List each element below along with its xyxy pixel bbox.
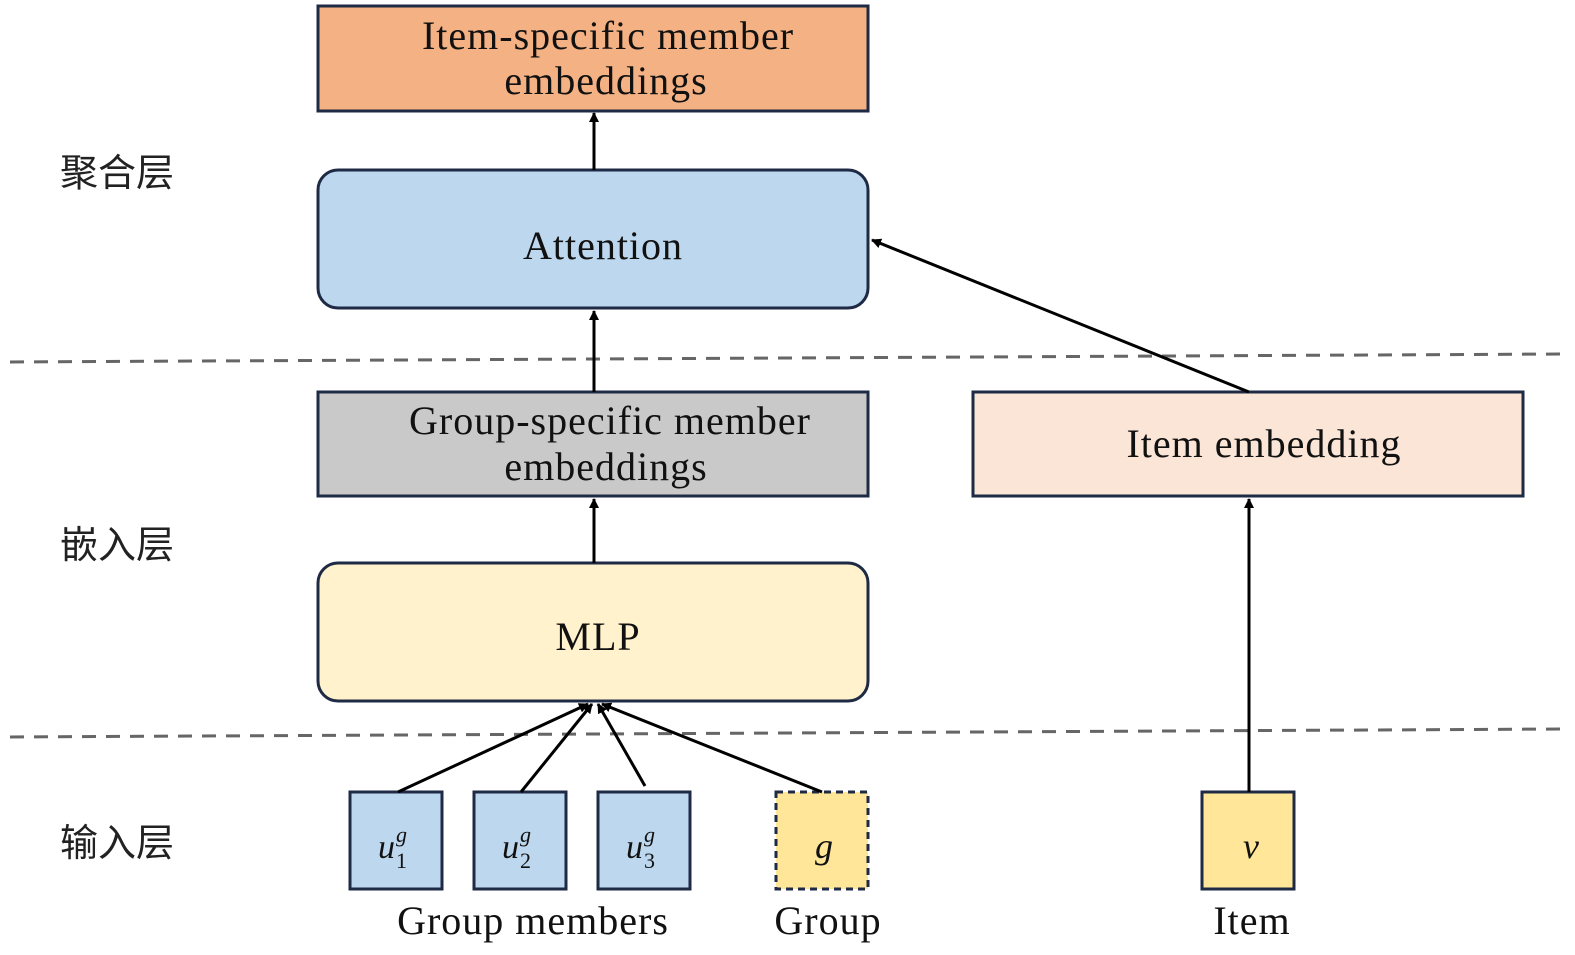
item-specific-line2: embeddings bbox=[504, 58, 707, 103]
caption-group-members: Group members bbox=[397, 898, 669, 943]
item-symbol: v bbox=[1243, 826, 1259, 866]
group-token: g bbox=[774, 790, 870, 891]
member-3-base: u bbox=[626, 829, 643, 866]
member-2-sup: g bbox=[520, 822, 531, 847]
member-2-sub: 2 bbox=[520, 848, 531, 873]
divider-upper bbox=[9, 352, 1561, 364]
item-specific-line1: Item-specific member bbox=[422, 13, 794, 58]
divider-lower bbox=[9, 727, 1561, 739]
item-specific-embeddings-box: Item-specific member embeddings bbox=[316, 4, 870, 113]
arrow-member2-to-mlp bbox=[519, 703, 594, 793]
member-3-sup: g bbox=[644, 822, 655, 847]
svg-text:ug2: ug2 bbox=[502, 822, 531, 873]
svg-text:ug3: ug3 bbox=[626, 822, 655, 873]
arrow-group-to-mlp bbox=[601, 702, 823, 794]
member-1-sub: 1 bbox=[396, 848, 407, 873]
group-specific-embeddings-box: Group-specific member embeddings bbox=[316, 390, 870, 498]
group-specific-line1: Group-specific member bbox=[409, 398, 811, 443]
mlp-box: MLP bbox=[316, 561, 870, 703]
svg-text:ug1: ug1 bbox=[378, 822, 407, 873]
member-1-base: u bbox=[378, 829, 395, 866]
caption-group: Group bbox=[774, 898, 881, 943]
layer-label-input: 输入层 bbox=[60, 821, 174, 865]
member-2-base: u bbox=[502, 829, 519, 866]
arrow-member1-to-mlp bbox=[397, 702, 589, 794]
arrow-item-embedding-to-attention bbox=[871, 238, 1250, 394]
item-embedding-label: Item embedding bbox=[1126, 421, 1401, 466]
group-symbol: g bbox=[815, 826, 833, 866]
arrow-member3-to-mlp bbox=[596, 703, 647, 787]
item-embedding-box: Item embedding bbox=[971, 390, 1525, 498]
member-1-sup: g bbox=[396, 822, 407, 847]
item-token: v bbox=[1200, 790, 1296, 891]
layer-label-embedding: 嵌入层 bbox=[60, 523, 174, 567]
layer-label-aggregation: 聚合层 bbox=[60, 151, 174, 195]
attention-label: Attention bbox=[523, 223, 683, 268]
mlp-label: MLP bbox=[555, 614, 640, 659]
group-specific-line2: embeddings bbox=[504, 444, 707, 489]
caption-item: Item bbox=[1213, 898, 1290, 943]
attention-box: Attention bbox=[316, 168, 870, 310]
member-3-sub: 3 bbox=[644, 848, 655, 873]
